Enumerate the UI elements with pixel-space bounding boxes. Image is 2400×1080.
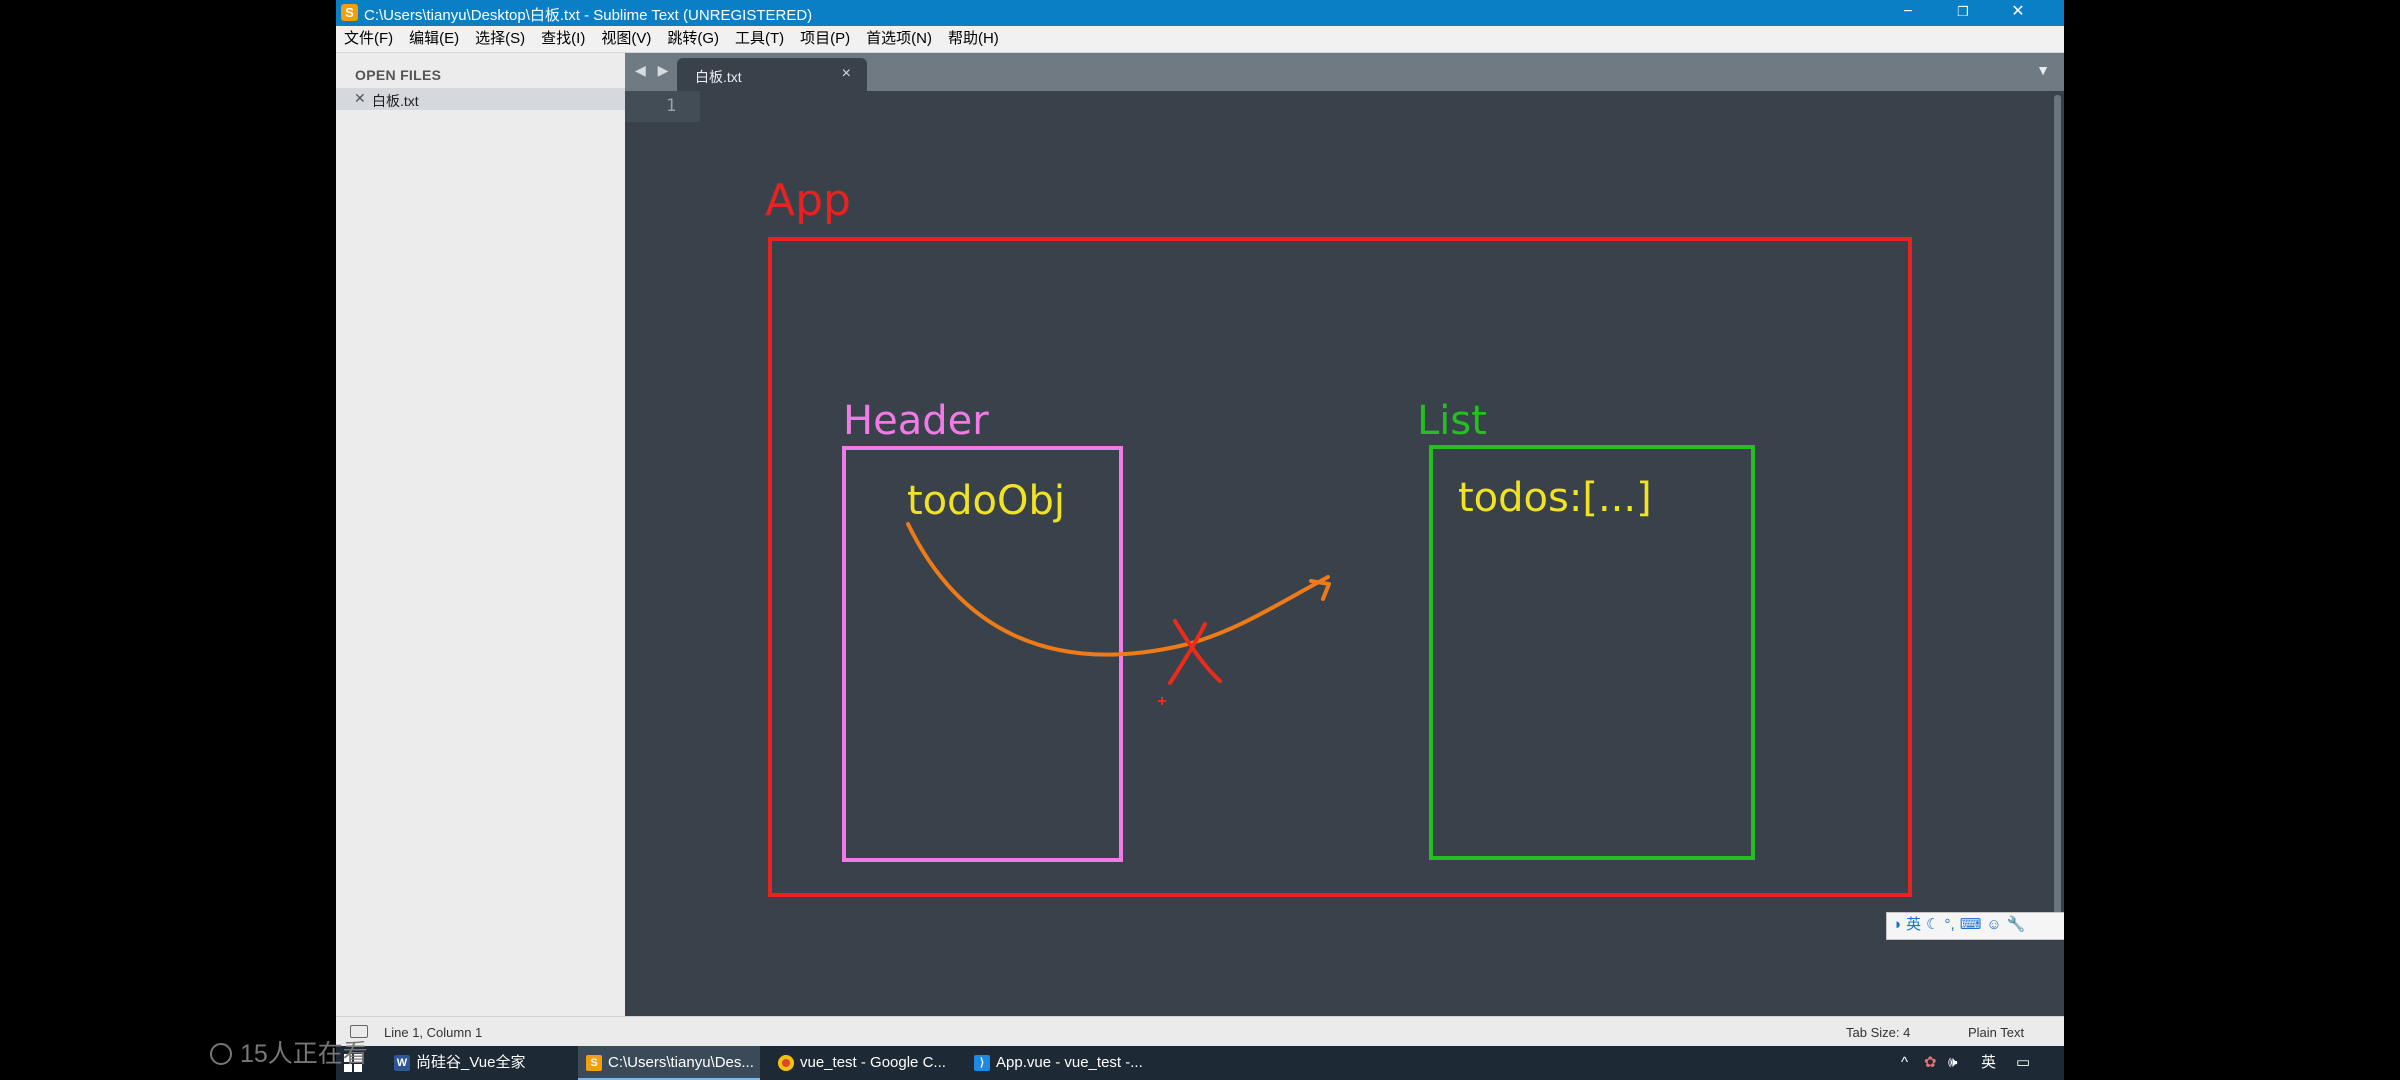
tray-input-lang[interactable]: 英: [1981, 1054, 1997, 1071]
taskbar-item-label: App.vue - vue_test -...: [996, 1054, 1143, 1071]
status-bar: Line 1, Column 1 Tab Size: 4 Plain Text: [336, 1016, 2064, 1047]
sublime-logo-icon: S: [341, 4, 358, 21]
ime-toolbar[interactable]: ◑英☾°,⌨☺🔧: [1886, 912, 2064, 940]
open-files-heading: OPEN FILES: [355, 67, 442, 83]
word-icon: W: [394, 1055, 410, 1072]
tab-close-icon[interactable]: ×: [841, 65, 851, 82]
close-button[interactable]: ✕: [2011, 3, 2025, 20]
list-box: [1429, 445, 1755, 860]
app-label: App: [765, 175, 851, 226]
vscode-icon: ⟩: [974, 1055, 990, 1072]
minimize-button[interactable]: −: [1903, 3, 1913, 20]
app-box: [768, 237, 1912, 897]
data-flow-arrow: [906, 522, 1330, 657]
taskbar-item-vscode[interactable]: ⟩ App.vue - vue_test -...: [966, 1046, 1154, 1080]
sidebar: OPEN FILES ✕ 白板.txt: [336, 53, 626, 1016]
taskbar-item-label: vue_test - Google C...: [800, 1054, 946, 1071]
ime-settings-icon[interactable]: 🔧: [2006, 916, 2026, 933]
taskbar-item-word[interactable]: W 尚硅谷_Vue全家桶.d...: [386, 1046, 526, 1080]
tray-app-icon[interactable]: ✿: [1924, 1054, 1937, 1071]
list-label: List: [1417, 398, 1487, 444]
ime-user-icon[interactable]: ☺: [1986, 916, 2002, 933]
windows-start-icon[interactable]: [344, 1054, 362, 1072]
viewer-count-text: 15人正在看: [240, 1040, 368, 1068]
menu-file[interactable]: 文件(F): [344, 30, 394, 47]
cross-mark-stroke-2: [1168, 622, 1207, 685]
header-content-text: todoObj: [907, 478, 1065, 524]
viewer-count-watermark: 15人正在看: [210, 1034, 368, 1070]
taskbar-item-label: 尚硅谷_Vue全家桶.d...: [416, 1054, 526, 1071]
chrome-icon: [778, 1055, 794, 1072]
restore-button[interactable]: ❐: [1957, 4, 1969, 19]
menu-selection[interactable]: 选择(S): [475, 30, 526, 47]
tab-dropdown-icon[interactable]: ▼: [2036, 62, 2050, 78]
open-file-item[interactable]: ✕ 白板.txt: [336, 88, 625, 110]
ime-logo-icon: ◑: [1892, 916, 1902, 933]
editor[interactable]: 1 App Header todoObj List todos:[...] ◑英…: [625, 91, 2064, 1016]
taskbar: W 尚硅谷_Vue全家桶.d... S C:\Users\tianyu\Des...…: [336, 1046, 2064, 1080]
menu-project[interactable]: 项目(P): [800, 30, 851, 47]
cross-mark-stroke-1: [1173, 619, 1222, 683]
notification-icon[interactable]: ▭: [2016, 1054, 2031, 1071]
menu-edit[interactable]: 编辑(E): [409, 30, 460, 47]
ime-punct-icon[interactable]: °,: [1944, 916, 1955, 933]
tab-baiban-txt[interactable]: 白板.txt ×: [677, 58, 867, 91]
menu-goto[interactable]: 跳转(G): [667, 30, 719, 47]
menu-bar: 文件(F) 编辑(E) 选择(S) 查找(I) 视图(V) 跳转(G) 工具(T) 项目(P)…: [336, 26, 2064, 53]
taskbar-item-label: C:\Users\tianyu\Des...: [608, 1054, 754, 1071]
tray-overflow-icon[interactable]: ^: [1901, 1054, 1909, 1071]
scrollbar[interactable]: [2054, 95, 2061, 915]
tab-bar: ◀ ▶ 白板.txt × ▼: [625, 53, 2064, 91]
crosshair-cursor-icon: [1158, 697, 1166, 705]
taskbar-item-sublime[interactable]: S C:\Users\tianyu\Des...: [578, 1046, 760, 1080]
menu-help[interactable]: 帮助(H): [947, 30, 999, 47]
syntax-mode[interactable]: Plain Text: [1968, 1025, 2025, 1040]
sublime-icon: S: [586, 1055, 602, 1072]
menu-tools[interactable]: 工具(T): [735, 30, 785, 47]
menu-view[interactable]: 视图(V): [601, 30, 652, 47]
tab-label: 白板.txt: [695, 69, 742, 85]
window-title: C:\Users\tianyu\Desktop\白板.txt - Sublime…: [364, 7, 813, 24]
ime-lang[interactable]: 英: [1906, 916, 1922, 933]
header-label: Header: [843, 398, 989, 444]
ime-moon-icon[interactable]: ☾: [1926, 916, 1940, 933]
whiteboard-drawing: App Header todoObj List todos:[...]: [765, 175, 1912, 897]
volume-icon[interactable]: 🕪: [1948, 1054, 1958, 1071]
tab-size[interactable]: Tab Size: 4: [1846, 1025, 1911, 1040]
title-bar[interactable]: S C:\Users\tianyu\Desktop\白板.txt - Subli…: [336, 0, 2064, 26]
arrow-head: [1309, 579, 1331, 601]
screen: S C:\Users\tianyu\Desktop\白板.txt - Subli…: [336, 0, 2064, 1080]
people-icon: [210, 1043, 232, 1065]
taskbar-item-chrome[interactable]: vue_test - Google C...: [770, 1046, 958, 1080]
close-file-icon[interactable]: ✕: [354, 90, 366, 106]
current-line-highlight: [625, 91, 700, 122]
line-number: 1: [666, 96, 677, 116]
list-content-text: todos:[...]: [1458, 475, 1652, 521]
ime-keyboard-icon[interactable]: ⌨: [1959, 916, 1982, 933]
menu-preferences[interactable]: 首选项(N): [866, 30, 932, 47]
open-file-name: 白板.txt: [372, 93, 419, 109]
menu-find[interactable]: 查找(I): [541, 30, 586, 47]
cursor-position: Line 1, Column 1: [384, 1025, 483, 1040]
panel-toggle-icon[interactable]: [350, 1025, 368, 1038]
tab-nav-arrows-icon[interactable]: ◀ ▶: [635, 62, 673, 78]
